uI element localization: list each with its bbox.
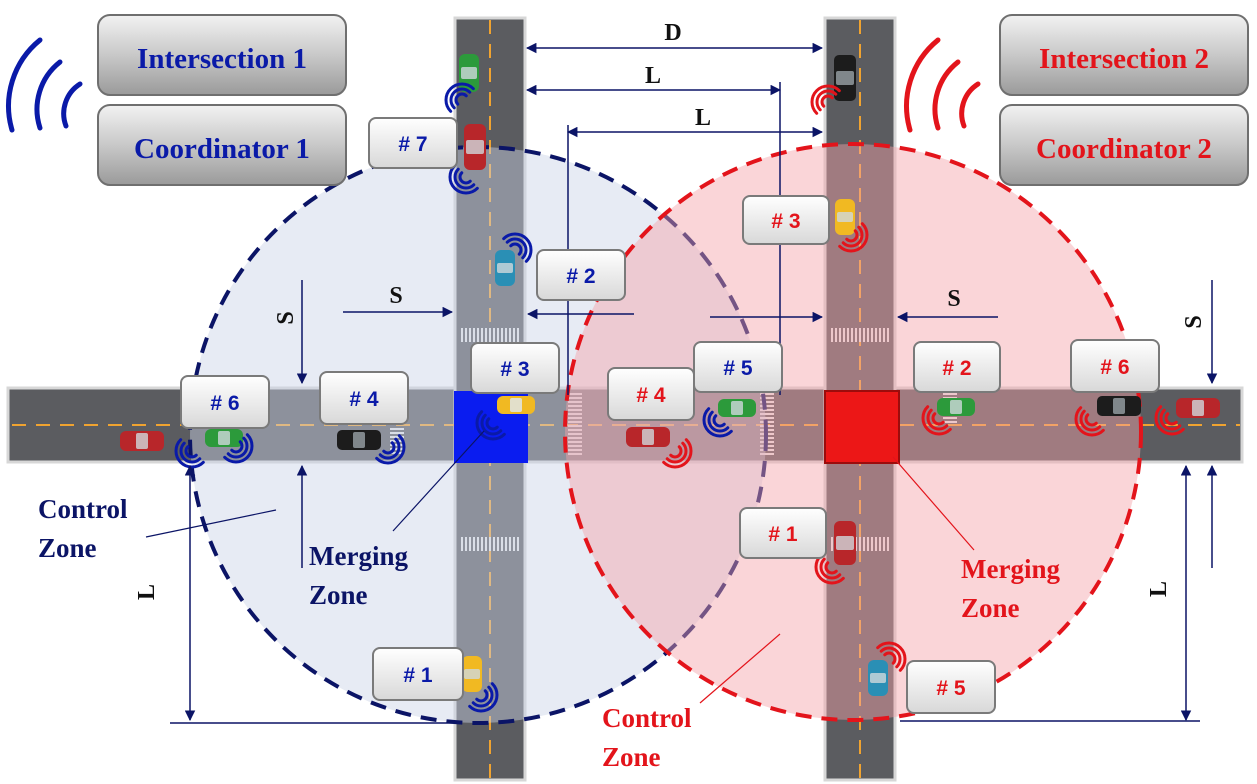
car-black-top-right xyxy=(834,55,856,101)
car-black-right xyxy=(1097,396,1141,416)
svg-text:# 5: # 5 xyxy=(723,357,753,380)
signal-icons xyxy=(6,37,1185,713)
signal-icon xyxy=(174,438,205,469)
signal-icon xyxy=(375,434,406,465)
svg-text:# 7: # 7 xyxy=(398,133,427,156)
blue-tag-7: # 7 xyxy=(368,117,458,169)
signal-icon xyxy=(838,222,869,253)
vehicle-tags: # 1 # 2 # 3 # 4 # 5 # 6 # 7 # 1 # 2 # 3 … xyxy=(180,117,1160,714)
car-yellow-merging-1 xyxy=(497,396,535,414)
car-yellow-bottom-left xyxy=(462,656,482,692)
merging-zone-2-label-line2: Zone xyxy=(961,593,1020,623)
svg-text:# 2: # 2 xyxy=(566,265,595,288)
merging-zone-1-label-line1: Merging xyxy=(309,541,408,571)
blue-tag-2: # 2 xyxy=(536,249,626,301)
signal-icon xyxy=(1154,405,1185,436)
blue-tag-3: # 3 xyxy=(470,342,560,394)
svg-text:# 4: # 4 xyxy=(636,384,666,407)
car-red-left xyxy=(120,431,164,451)
signal-icon xyxy=(810,84,841,115)
red-tag-5: # 5 xyxy=(906,660,996,714)
car-red-middle xyxy=(626,427,670,447)
blue-tag-5: # 5 xyxy=(693,341,783,393)
signal-icon xyxy=(502,232,533,263)
dimension-L-mid-label: L xyxy=(695,105,711,131)
merging-zone-2 xyxy=(824,390,900,464)
car-yellow-top-right xyxy=(835,199,855,235)
signal-icon xyxy=(444,82,475,113)
intersection-2-title: Intersection 2 xyxy=(1039,43,1209,75)
coordinator-2-box: Coordinator 2 xyxy=(999,104,1249,186)
intersection-1-title: Intersection 1 xyxy=(137,43,307,75)
control-zone-2-label-line1: Control xyxy=(602,703,692,733)
car-green-middle xyxy=(718,399,756,417)
coordinator-2-title: Coordinator 2 xyxy=(1036,133,1212,165)
dimension-L-top-label: L xyxy=(645,63,661,89)
intersection-2-box: Intersection 2 xyxy=(999,14,1249,96)
red-tag-1: # 1 xyxy=(739,507,827,559)
merging-zone-2-label-line1: Merging xyxy=(961,554,1060,584)
coordinator-2-signal-icon xyxy=(904,37,981,133)
coordinator-1-title: Coordinator 1 xyxy=(134,133,310,165)
dimension-L-left-label: L xyxy=(134,584,160,600)
car-red-top-left xyxy=(464,124,486,170)
coordinator-1-signal-icon xyxy=(6,37,83,133)
svg-text:# 6: # 6 xyxy=(210,392,239,415)
blue-tag-4: # 4 xyxy=(319,371,409,425)
coordinator-1-box: Coordinator 1 xyxy=(97,104,347,186)
dimension-S-right-vertical-label: S xyxy=(1181,315,1207,328)
dimension-L-right-label: L xyxy=(1146,581,1172,597)
dimension-S-right-label: S xyxy=(947,286,960,312)
car-black-left xyxy=(337,430,381,450)
svg-text:# 1: # 1 xyxy=(403,664,433,687)
svg-text:# 6: # 6 xyxy=(1100,356,1129,379)
header-boxes: Intersection 1 Coordinator 1 Intersectio… xyxy=(97,14,1249,186)
car-green-left xyxy=(205,429,243,447)
dimension-S-left-label: S xyxy=(389,283,402,309)
blue-tag-6: # 6 xyxy=(180,375,270,429)
red-tag-2: # 2 xyxy=(913,341,1001,393)
red-tag-3: # 3 xyxy=(742,195,830,245)
intersection-1-box: Intersection 1 xyxy=(97,14,347,96)
car-red-right xyxy=(1176,398,1220,418)
car-green-top-left xyxy=(459,54,479,92)
control-zone-1-label-line1: Control xyxy=(38,494,128,524)
signal-icon xyxy=(1074,406,1105,437)
car-teal xyxy=(495,250,515,286)
dimension-D-label: D xyxy=(664,20,681,46)
svg-text:# 4: # 4 xyxy=(349,388,379,411)
dimension-labels: D L L S S S S L L xyxy=(134,20,1207,600)
car-green-right xyxy=(937,398,975,416)
car-red-bottom-right xyxy=(834,521,856,565)
control-zone-2-label-line2: Zone xyxy=(602,742,661,772)
signal-icon xyxy=(814,554,845,585)
zone-labels: Control Zone Merging Zone Merging Zone C… xyxy=(38,430,1060,772)
red-tag-6: # 6 xyxy=(1070,339,1160,393)
svg-text:# 1: # 1 xyxy=(768,523,798,546)
blue-tag-1: # 1 xyxy=(372,647,464,701)
vehicles xyxy=(120,54,1220,696)
control-zone-1-label-line2: Zone xyxy=(38,533,97,563)
signal-icon xyxy=(468,682,499,713)
svg-text:# 3: # 3 xyxy=(771,210,800,233)
svg-text:# 3: # 3 xyxy=(500,358,529,381)
svg-text:# 2: # 2 xyxy=(942,357,971,380)
car-teal-bottom-right xyxy=(868,660,888,696)
dimension-S-left-vertical-label: S xyxy=(273,311,299,324)
merging-zone-1-label-line2: Zone xyxy=(309,580,368,610)
red-tag-4: # 4 xyxy=(607,367,695,421)
svg-text:# 5: # 5 xyxy=(936,677,966,700)
